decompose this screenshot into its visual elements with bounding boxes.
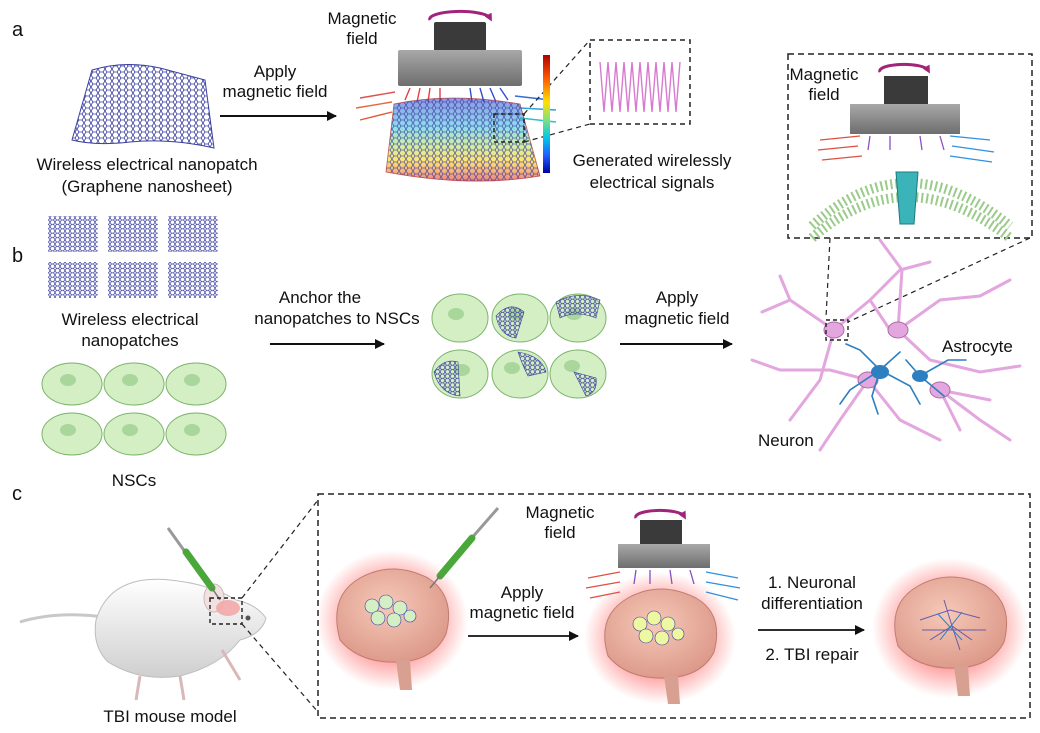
inset-magnetic-line1: Magnetic	[790, 65, 859, 84]
graphene-sheet	[71, 63, 215, 149]
brain-repaired	[872, 558, 1028, 698]
nsc-label: NSCs	[112, 471, 156, 490]
nanopatch	[108, 262, 158, 298]
magnetic-c-line1: Magnetic	[526, 503, 595, 522]
nsc-cell	[165, 412, 227, 456]
magnet-a	[398, 9, 522, 86]
nanopatch	[168, 262, 218, 298]
panel-b: b Wireless electrical nanopatches NSCs A…	[12, 216, 1022, 490]
patched-cell	[491, 293, 549, 343]
astrocyte-cells	[839, 343, 967, 415]
apply-c-label-line2: magnetic field	[470, 603, 575, 622]
rotation-arrow-icon	[428, 9, 492, 22]
mouse-illustration	[19, 578, 267, 701]
magnet-c	[618, 508, 710, 568]
nsc-with-patches-grid	[431, 293, 607, 399]
magnetic-label-line1: Magnetic	[328, 9, 397, 28]
mouse-eye	[245, 615, 251, 621]
nanopatch	[168, 216, 218, 252]
brain-before	[316, 550, 468, 690]
patches-label-line2: nanopatches	[81, 331, 178, 350]
signal-inset	[589, 39, 691, 125]
patched-cell	[431, 293, 489, 343]
panel-c-letter: c	[12, 483, 22, 505]
magnetic-label-line2: field	[346, 29, 377, 48]
patches-label-line1: Wireless electrical	[62, 310, 199, 329]
zoom-box-synapse	[825, 319, 849, 341]
step2-label: 2. TBI repair	[765, 645, 859, 664]
apply-label-line2: magnetic field	[223, 82, 328, 101]
apply-b-label-line1: Apply	[656, 288, 699, 307]
panel-b-letter: b	[12, 245, 23, 267]
anchor-label-line1: Anchor the	[279, 288, 361, 307]
neuron-cells	[750, 238, 1022, 452]
ac-signal-wave	[599, 61, 681, 113]
membrane-inset: Magnetic field	[787, 53, 1033, 242]
inset-magnetic-line2: field	[808, 85, 839, 104]
nsc-cell	[165, 362, 227, 406]
mouse-label: TBI mouse model	[103, 707, 236, 726]
injury-site	[216, 600, 240, 616]
patched-cell	[491, 349, 549, 399]
magnetic-c-line2: field	[544, 523, 575, 542]
neuron-label: Neuron	[758, 431, 814, 450]
syringe-large-icon	[429, 507, 500, 589]
step1-label-line2: differentiation	[761, 594, 863, 613]
nanopatch	[48, 262, 98, 298]
anchor-label-line2: nanopatches to NSCs	[254, 309, 419, 328]
lipid-bilayer-outer	[808, 178, 1014, 230]
nanopatch	[48, 216, 98, 252]
signal-color-bar	[543, 55, 550, 173]
nsc-grid	[41, 362, 227, 456]
zoom-box-head	[209, 597, 243, 625]
signals-label-line1: Generated wirelessly	[573, 151, 732, 170]
apply-label-line1: Apply	[254, 62, 297, 81]
nanopatch	[108, 216, 158, 252]
brain-stimulated	[584, 572, 736, 704]
zoom-box-sheet	[493, 113, 525, 143]
nsc-cell	[103, 362, 165, 406]
astrocyte-label: Astrocyte	[942, 337, 1013, 356]
apply-c-label-line1: Apply	[501, 583, 544, 602]
neural-network	[750, 238, 1022, 452]
patched-cell	[431, 349, 489, 399]
patched-cell	[549, 349, 607, 399]
panel-c: c TBI mouse model	[12, 483, 1031, 726]
inset-rotation-arrow-icon	[878, 62, 930, 74]
nsc-cell	[41, 362, 103, 406]
apply-b-label-line2: magnetic field	[625, 309, 730, 328]
ion-channel-icon	[895, 171, 919, 225]
panel-a: a Wireless electrical nanopatch (Graphen…	[12, 9, 1033, 323]
nanopatch-label-line2: (Graphene nanosheet)	[61, 177, 232, 196]
nanopatch-label-line1: Wireless electrical nanopatch	[36, 155, 257, 174]
nanopatch-grid	[48, 216, 218, 298]
signals-label-line2: electrical signals	[590, 173, 715, 192]
panel-a-letter: a	[12, 19, 24, 41]
step1-label-line1: 1. Neuronal	[768, 573, 856, 592]
nsc-cell	[41, 412, 103, 456]
nsc-cell	[103, 412, 165, 456]
neuron-somas	[823, 321, 951, 399]
patched-cell	[549, 293, 607, 343]
rotation-arrow-c-icon	[634, 508, 686, 520]
